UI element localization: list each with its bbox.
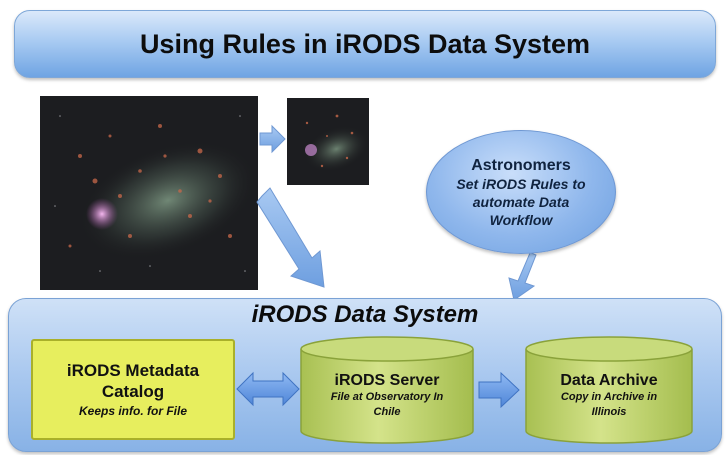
metadata-subtitle: Keeps info. for File (78, 403, 187, 418)
metadata-catalog-box: iRODS Metadata Catalog Keeps info. for F… (31, 339, 235, 440)
archive-title: Data Archive (560, 372, 658, 389)
server-subtitle: File at Observatory In Chile (330, 391, 444, 418)
arrow-ellipse-to-system (508, 249, 537, 301)
diagram-title: Using Rules in iRODS Data System (139, 28, 591, 59)
title-banner: Using Rules in iRODS Data System (14, 10, 716, 78)
arrow-large-to-small (259, 124, 286, 154)
galaxy-image-small (287, 98, 369, 185)
arrow-right-icon (478, 371, 520, 409)
server-title: iRODS Server (334, 372, 440, 389)
irods-server-cylinder: iRODS Server File at Observatory In Chil… (299, 335, 475, 445)
double-arrow-icon (236, 371, 300, 407)
system-title: iRODS Data System (251, 301, 479, 328)
metadata-title: iRODS Metadata Catalog (66, 360, 200, 401)
data-archive-cylinder: Data Archive Copy in Archive in Illinois (524, 335, 694, 445)
astronomers-body: Set iRODS Rules to automate Data Workflo… (456, 175, 586, 228)
arrow-image-to-system (256, 187, 325, 288)
galaxy-image-large (40, 96, 258, 290)
astronomers-ellipse: Astronomers Set iRODS Rules to automate … (426, 130, 616, 254)
irods-system-panel: iRODS Data System iRODS Metadata Catalog… (8, 298, 722, 452)
astronomers-heading: Astronomers (471, 156, 571, 174)
archive-subtitle: Copy in Archive in Illinois (560, 391, 658, 418)
